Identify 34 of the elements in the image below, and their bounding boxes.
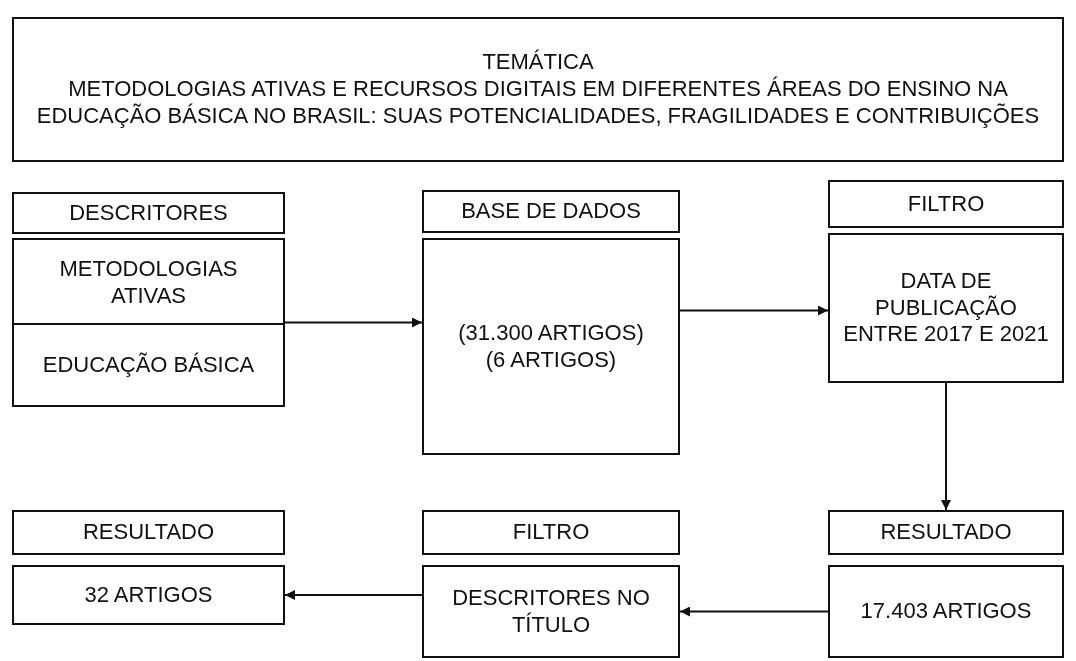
arrow xyxy=(679,606,829,617)
label: RESULTADO xyxy=(879,519,1013,546)
process-box xyxy=(828,510,1064,555)
arrow xyxy=(679,305,829,316)
group-box xyxy=(12,238,285,407)
label: FILTRO xyxy=(511,519,591,546)
arrow xyxy=(284,317,423,328)
label: FILTRO xyxy=(906,190,986,218)
label: DATA DE PUBLICAÇÃO ENTRE 2017 E 2021 xyxy=(842,267,1050,349)
label: (6 ARTIGOS) xyxy=(484,346,618,374)
heading: (31.300 ARTIGOS) xyxy=(457,319,645,347)
process-box xyxy=(828,565,1064,658)
label: RESULTADO xyxy=(81,519,216,546)
process-box xyxy=(422,190,680,233)
process-box xyxy=(828,233,1064,383)
arrow xyxy=(284,590,423,600)
label: DESCRITORES xyxy=(68,199,229,227)
process-box xyxy=(422,565,680,658)
label: METODOLOGIAS ATIVAS E RECURSOS DIGITAIS EM DIFERENTES ÁREAS DO ENSINO NA EDUCAÇÃO BÁSICA NO BRASIL: SUAS POTENCIALIDADES, FRAGILIDADES E CONTRIBUIÇÕES xyxy=(35,76,1041,130)
process-box xyxy=(828,180,1064,228)
heading: TEMÁTICA xyxy=(481,49,595,77)
process-box xyxy=(12,192,285,234)
label: EDUCAÇÃO BÁSICA xyxy=(41,351,256,379)
process-box xyxy=(422,510,680,555)
process-box xyxy=(12,565,285,625)
arrow xyxy=(941,382,951,511)
process-box xyxy=(12,17,1064,162)
label: 17.403 ARTIGOS xyxy=(859,598,1033,625)
label: METODOLOGIAS ATIVAS xyxy=(58,255,239,310)
process-box xyxy=(422,238,680,455)
process-box xyxy=(12,510,285,555)
label: BASE DE DADOS xyxy=(460,198,642,225)
label: 32 ARTIGOS xyxy=(83,581,214,609)
label: DESCRITORES NO TÍTULO xyxy=(451,584,651,639)
